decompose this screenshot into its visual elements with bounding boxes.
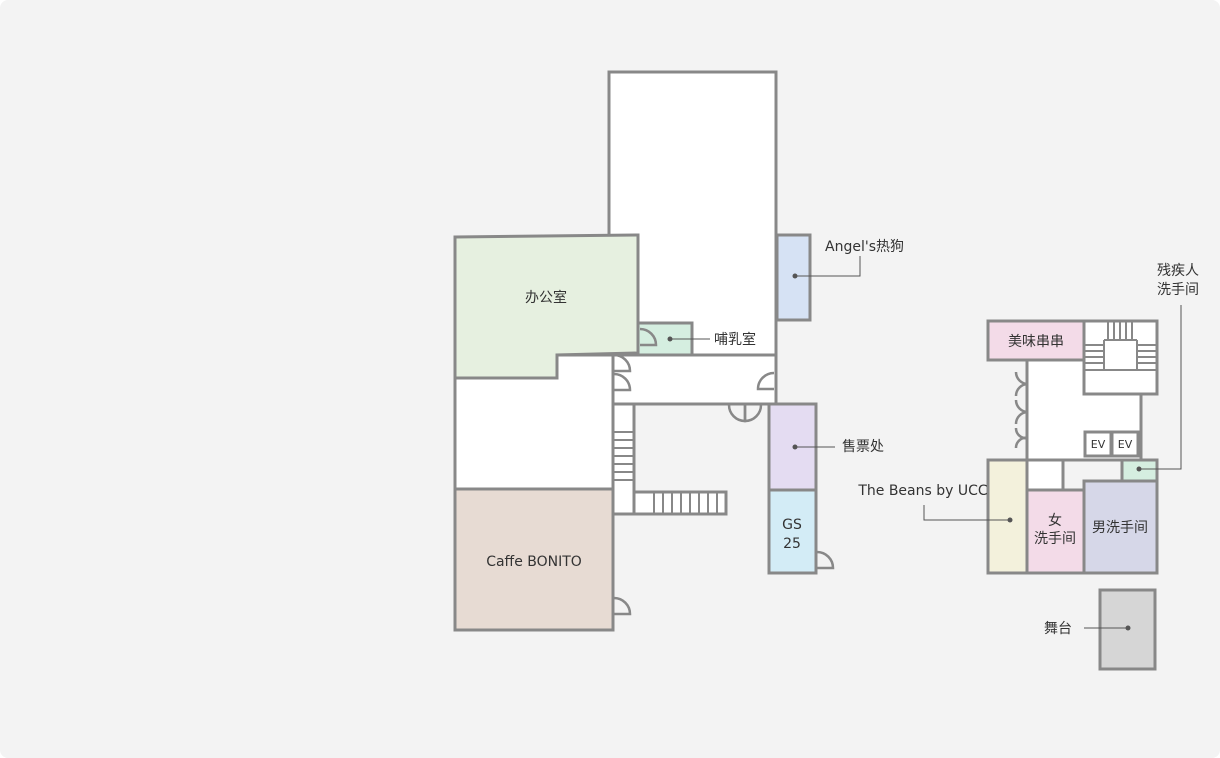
right-stairs-steps — [1084, 321, 1157, 371]
the-beans-shop[interactable] — [986, 458, 1029, 575]
angels-label: Angel's热狗 — [825, 239, 904, 255]
skewer-shop[interactable] — [986, 319, 1086, 362]
accessible-label-line2: 洗手间 — [1157, 282, 1199, 298]
gs25-label-line2: 25 — [783, 536, 801, 552]
door-corridor-right — [756, 371, 775, 391]
ev1-label: EV — [1091, 438, 1106, 451]
women-restroom[interactable] — [1025, 488, 1086, 575]
door-corridor-left-bottom — [613, 372, 632, 392]
small-storage — [1025, 458, 1065, 492]
beans-label: The Beans by UCC — [857, 483, 988, 499]
leader-lines — [667, 256, 1182, 631]
office-label: 办公室 — [525, 289, 567, 306]
door-nursing — [639, 327, 658, 347]
door-cafe — [613, 596, 632, 616]
ev2-label: EV — [1118, 438, 1133, 451]
women-label-line1: 女 — [1048, 512, 1062, 529]
gs25-store[interactable] — [767, 488, 818, 575]
gs25-label-line1: GS — [782, 517, 802, 533]
right-hall-doors — [1014, 371, 1029, 449]
elevator-1[interactable] — [1083, 430, 1113, 458]
stairs-vertical-steps — [613, 431, 634, 481]
skewer-label: 美味串串 — [1008, 334, 1064, 350]
office-room[interactable] — [453, 233, 640, 380]
stairs-vertical — [611, 402, 636, 516]
women-label-line2: 洗手间 — [1034, 531, 1076, 547]
door-corridor-left-top — [613, 353, 632, 373]
accessible-label-line1: 残疾人 — [1157, 263, 1199, 279]
stairs-horizontal-steps — [653, 492, 718, 514]
stage-label: 舞台 — [1044, 621, 1072, 637]
caffe-bonito-shop[interactable] — [453, 487, 615, 632]
elevator-2[interactable] — [1110, 430, 1140, 458]
men-restroom[interactable] — [1082, 479, 1159, 575]
ticket-label: 售票处 — [842, 439, 884, 455]
corridor — [610, 353, 778, 406]
door-gs25 — [816, 550, 835, 570]
men-label: 男洗手间 — [1092, 520, 1148, 536]
nursing-label: 哺乳室 — [714, 331, 756, 348]
door-corridor-bottom-right — [743, 404, 763, 423]
cafe-label: Caffe BONITO — [486, 554, 582, 570]
